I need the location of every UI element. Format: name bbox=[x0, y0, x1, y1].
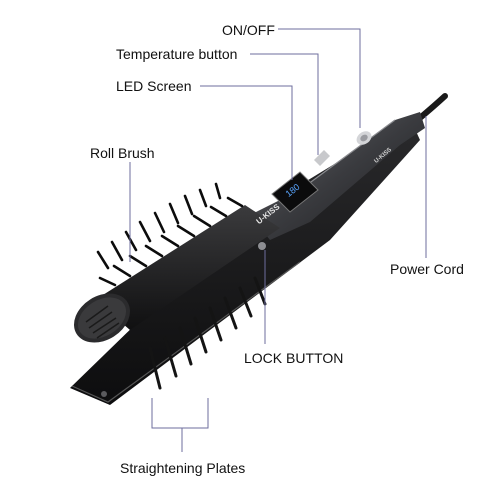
label-temperature-button: Temperature button bbox=[116, 46, 238, 62]
roll-brush-barrel bbox=[95, 205, 280, 330]
label-on-off: ON/OFF bbox=[222, 22, 275, 38]
leader-lines bbox=[129, 28, 427, 452]
power-button-art bbox=[356, 131, 372, 145]
label-lock-button: LOCK BUTTON bbox=[244, 350, 344, 366]
label-led-screen: LED Screen bbox=[116, 78, 192, 94]
label-power-cord: Power Cord bbox=[390, 261, 464, 277]
led-screen-art: 180 bbox=[271, 171, 319, 213]
leader-temp bbox=[250, 53, 319, 155]
label-roll-brush: Roll Brush bbox=[90, 145, 155, 161]
temperature-button-art bbox=[314, 150, 330, 166]
leader-plates bbox=[151, 398, 209, 429]
roll-brush-knob bbox=[74, 293, 130, 343]
leader-led bbox=[200, 85, 293, 180]
label-straightening-plates: Straightening Plates bbox=[120, 460, 246, 476]
roll-brush-bristles bbox=[96, 182, 244, 287]
lock-button-art bbox=[258, 242, 266, 250]
lower-bristles bbox=[148, 276, 267, 390]
leader-onoff bbox=[278, 28, 361, 128]
